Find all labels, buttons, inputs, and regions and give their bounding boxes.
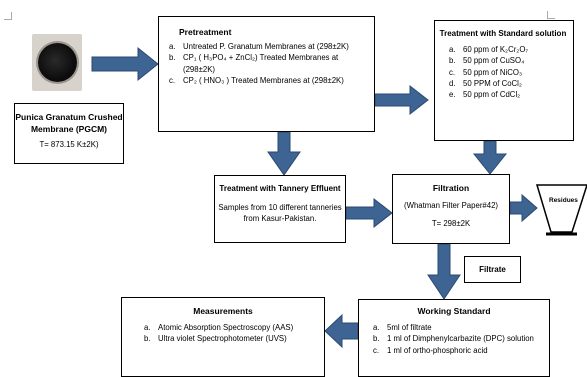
arrow-standard-to-filtration [472,140,508,175]
tannery-line2: from Kasur-Pakistan. [243,213,317,223]
standard-solution-item: c.50 ppm of NiCO₃ [449,67,523,77]
standard-solution-item: d.50 PPM of CoCl₂ [449,78,522,88]
arrow-pretreatment-to-tannery [267,131,301,176]
pgcm-title-line2: Membrane (PGCM) [30,124,108,134]
tannery-line1: Samples from 10 different tanneries [218,203,342,212]
corner-mark-left [4,12,12,20]
filtration-box: Filtration (Whatman Filter Paper#42) T= … [392,174,510,244]
standard-solution-item: a.60 ppm of K₂Cr₂O₇ [449,45,529,54]
standard-solution-box: Treatment with Standard solution a.60 pp… [434,20,574,141]
measurements-list: a.Atomic Absorption Spectroscopy (AAS) b… [144,322,318,345]
filtration-subtitle: (Whatman Filter Paper#42) [403,201,499,210]
corner-mark-right [547,11,555,19]
measurements-box: Measurements a.Atomic Absorption Spectro… [121,297,325,377]
pretreatment-title: Pretreatment [179,27,232,37]
tannery-box: Treatment with Tannery Effluent Samples … [214,175,346,243]
arrow-pretreatment-to-standard [374,84,429,116]
arrow-filtration-to-residues [509,193,538,223]
membrane-photo [32,34,82,91]
arrows-layer [91,46,587,349]
measurements-item: b.Ultra violet Spectrophotometer (UVS) [144,334,287,344]
tannery-title: Treatment with Tannery Effluent [219,184,341,193]
measurements-item: a.Atomic Absorption Spectroscopy (AAS) [144,323,294,332]
pgcm-title-line1: Punica Granatum Crushed [15,112,123,122]
arrow-working-to-measurements [324,313,359,349]
pgcm-box: Punica Granatum Crushed Membrane (PGCM) … [14,103,124,164]
arrow-pgcm-to-pretreatment [91,46,159,82]
arrow-tannery-to-filtration [345,197,393,229]
working-standard-item: a.5ml of filtrate [373,323,432,332]
filtration-temp: T= 298±2K [431,218,471,228]
filtrate-box: Filtrate [464,256,521,283]
working-standard-title: Working Standard [417,306,491,316]
pretreatment-box: Pretreatment a.Untreated P. Granatum Mem… [158,16,375,132]
pretreatment-item: b.CP₁ ( H₃PO₄ + ZnCl₂) Treated Membranes… [169,53,339,74]
pretreatment-item: a.Untreated P. Granatum Membranes at (29… [169,42,349,51]
residues-label: Residues [549,197,578,204]
arrow-filtration-to-working [427,243,461,300]
pgcm-temp: T= 873.15 K±2K) [39,140,99,149]
standard-solution-item: b.50 ppm of CuSO₄ [449,56,525,66]
working-standard-box: Working Standard a.5ml of filtrate b.1 m… [358,299,550,377]
pretreatment-list: a.Untreated P. Granatum Membranes at (29… [169,41,366,86]
filtrate-label: Filtrate [479,265,506,274]
filtration-title: Filtration [432,183,470,193]
measurements-title: Measurements [193,306,253,316]
standard-solution-item: e.50 ppm of CdCl₂ [449,90,521,100]
working-standard-item: c.1 ml of ortho-phosphoric acid [373,345,488,355]
membrane-disc [38,43,77,82]
standard-solution-title: Treatment with Standard solution [439,29,567,38]
standard-solution-list: a.60 ppm of K₂Cr₂O₇ b.50 ppm of CuSO₄ c.… [449,44,567,100]
residues-beaker [535,184,587,233]
pretreatment-item: c.CP₂ ( HNO₃ ) Treated Membranes at (298… [169,75,344,85]
working-standard-list: a.5ml of filtrate b.1 ml of Dimphenylcar… [373,322,545,356]
working-standard-item: b.1 ml of Dimphenylcarbazite (DPC) solut… [373,334,534,344]
